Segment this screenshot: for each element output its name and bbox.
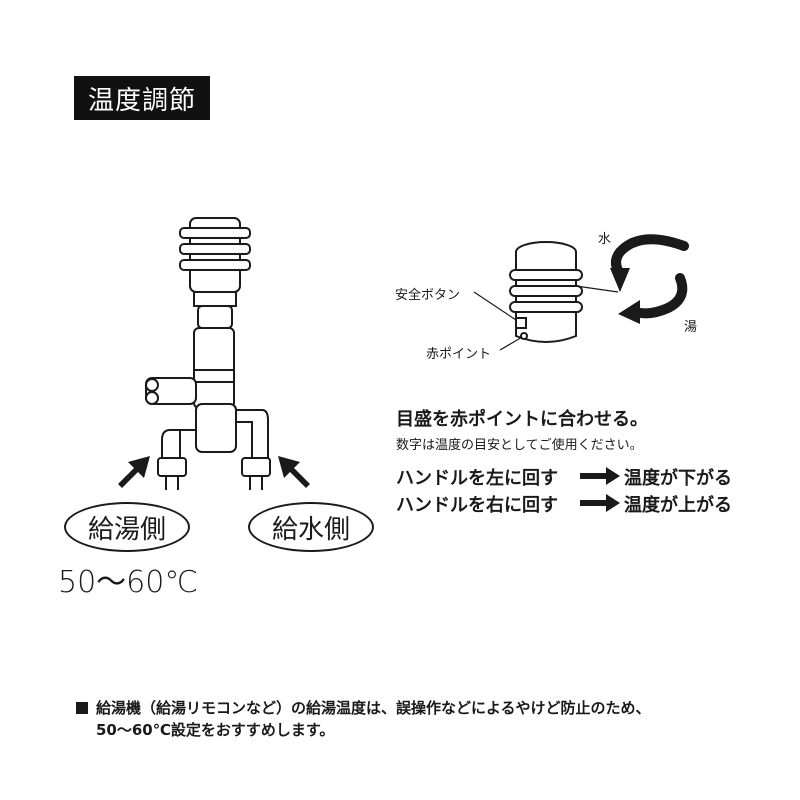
rule-arrow-2-icon <box>580 494 620 512</box>
cold-side-label: 給水側 <box>248 502 374 552</box>
rotate-hot-arrow-icon <box>631 273 688 319</box>
note-line-1: 給湯機（給湯リモコンなど）の給湯温度は、誤操作などによるやけど防止のため、 <box>96 699 651 717</box>
rule-action: ハンドルを右に回す <box>396 495 558 516</box>
rule-arrow-1-icon <box>580 467 620 485</box>
rule-row-1: ハンドルを左に回す 温度が下がる <box>396 464 732 490</box>
temperature-range: 50～60℃ <box>58 565 199 600</box>
hot-side-label: 給湯側 <box>64 502 190 552</box>
safety-button-label: 安全ボタン <box>395 288 461 303</box>
hot-water-label: 湯 <box>684 320 698 335</box>
faucet-body <box>193 327 235 409</box>
red-point-label: 赤ポイント <box>426 347 492 362</box>
note-line-2: 50～60℃設定をおすすめします。 <box>96 721 335 739</box>
safety-button-leader <box>473 291 517 321</box>
rule-action: ハンドルを左に回す <box>396 468 558 489</box>
instruction-main: 目盛を赤ポイントに合わせる。 <box>396 409 648 430</box>
section-title-text: 温度調節 <box>87 85 196 116</box>
rule-arrows <box>580 467 620 512</box>
rule-result: 温度が上がる <box>624 495 732 516</box>
rotate-cold-arrow-icon <box>611 234 689 279</box>
rule-result: 温度が下がる <box>624 468 732 489</box>
red-point-leader <box>499 335 525 351</box>
section-title: 温度調節 <box>74 76 210 120</box>
safety-button <box>515 317 527 329</box>
water-label: 水 <box>598 232 612 247</box>
hot-inlet-fitting <box>157 457 187 477</box>
handle-detail <box>473 241 619 351</box>
rule-row-2: ハンドルを右に回す 温度が上がる <box>396 491 732 517</box>
rotation-arrows <box>610 234 689 324</box>
faucet-illustration <box>145 217 271 490</box>
cold-side-text: 給水側 <box>271 514 350 545</box>
hot-inlet-arrow-icon <box>118 456 150 488</box>
recommendation-note: 給湯機（給湯リモコンなど）の給湯温度は、誤操作などによるやけど防止のため、 50… <box>76 697 651 741</box>
hot-side-text: 給湯側 <box>87 514 166 545</box>
cold-inlet-arrow-icon <box>278 456 310 488</box>
cold-inlet-fitting <box>241 457 271 477</box>
bullet-square-icon <box>76 702 88 714</box>
instruction-sub: 数字は温度の目安としてご使用ください。 <box>396 438 643 453</box>
red-point-mark <box>520 332 528 340</box>
